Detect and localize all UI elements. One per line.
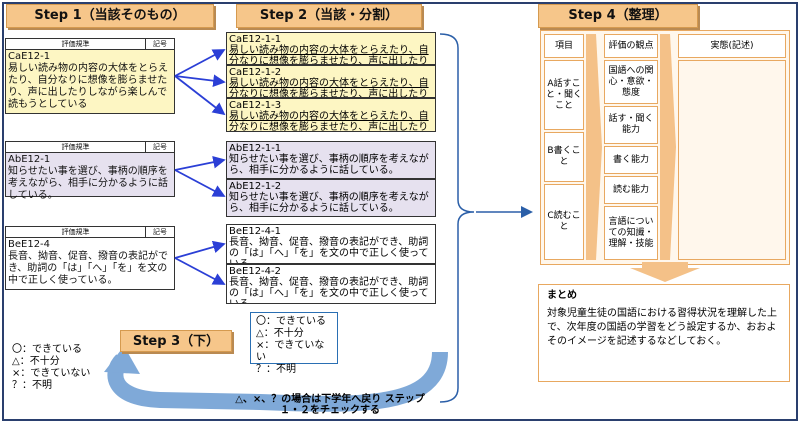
step4-category-b: B書くこと — [544, 132, 584, 182]
criterion-text: 知らせたい事を選び、事柄の順序を考えながら、相手に分かるように話している。 — [8, 166, 168, 201]
table-header: 評価規準記号 — [6, 39, 174, 50]
step4-col2-header: 評価の観点 — [604, 34, 658, 58]
step4-col3-header: 実態(記述) — [678, 34, 786, 58]
step4-aspect-2: 話す・聞く能力 — [604, 106, 658, 144]
table-header: 評価規準記号 — [6, 227, 174, 238]
legend-item: △：不十分 — [256, 328, 304, 339]
step4-title: Step 4（整理） — [538, 4, 698, 28]
step4-flow-arrows — [586, 34, 602, 260]
step1-card-ab: 評価規準記号 AbE12-1 知らせたい事を選び、事柄の順序を考えながら、相手に… — [5, 141, 175, 201]
step1-card-be: 評価規準記号 BeE12-4 長音、拗音、促音、撥音の表記ができ、助詞の「は」「… — [5, 226, 175, 290]
legend-item: △：不十分 — [12, 356, 60, 367]
step4-aspect-5: 言語についての知識・理解・技能 — [604, 206, 658, 260]
step4-flow-arrows-2 — [660, 34, 676, 260]
step4-description-area — [678, 60, 786, 260]
summary-title: まとめ — [547, 290, 577, 301]
step1-card-ca: 評価規準記号 CaE12-1 易しい読み物の内容の大体をとらえたり、自分なりに想… — [5, 38, 175, 114]
criterion-text: 易しい読み物の内容の大体をとらえたり、自分なりに想像を膨らませたり、声に出したり… — [8, 63, 168, 110]
legend-item: ？：不明 — [12, 380, 52, 391]
legend-item: ×：できていない — [256, 340, 325, 363]
step4-aspect-1: 国語への関心・意欲・態度 — [604, 60, 658, 104]
criterion-text: 長音、拗音、促音、撥音の表記ができ、助詞の「は」「へ」「を」を文の中で正しく使っ… — [8, 251, 168, 286]
down-arrow-icon — [630, 262, 700, 282]
step1-title: Step 1（当該そのもの） — [6, 4, 214, 28]
summary-box: まとめ 対象児童生徒の国語における習得状況を理解した上で、次年度の国語の学習をど… — [538, 284, 790, 382]
step3-legend: 〇：できている △：不十分 ×：できていない ？：不明 — [6, 340, 102, 394]
step2-title: Step 2（当該・分割） — [236, 4, 422, 28]
step4-category-a: A話すこと・聞くこと — [544, 60, 584, 130]
feedback-note: △、×、？の場合は下学年へ戻り ステップ１・２をチェックする — [235, 394, 425, 416]
criterion-code: BeE12-4 — [8, 239, 51, 250]
step4-col1-header: 項目 — [544, 34, 584, 58]
criterion-code: CaE12-1 — [8, 51, 51, 62]
step2-legend: 〇：できている △：不十分 ×：できていない ？：不明 — [250, 312, 338, 375]
step4-aspect-4: 読む能力 — [604, 176, 658, 204]
legend-item: 〇：できている — [256, 316, 326, 327]
legend-item: ？：不明 — [256, 364, 296, 375]
step3-title: Step 3（下） — [120, 330, 232, 352]
summary-text: 対象児童生徒の国語における習得状況を理解した上で、次年度の国語の学習をどう設定す… — [547, 308, 777, 347]
table-header: 評価規準記号 — [6, 142, 174, 153]
legend-item: ×：できていない — [12, 368, 91, 379]
legend-item: 〇：できている — [12, 344, 82, 355]
step4-category-c: C読むこと — [544, 184, 584, 260]
step4-aspect-3: 書く能力 — [604, 146, 658, 174]
criterion-code: AbE12-1 — [8, 154, 51, 165]
